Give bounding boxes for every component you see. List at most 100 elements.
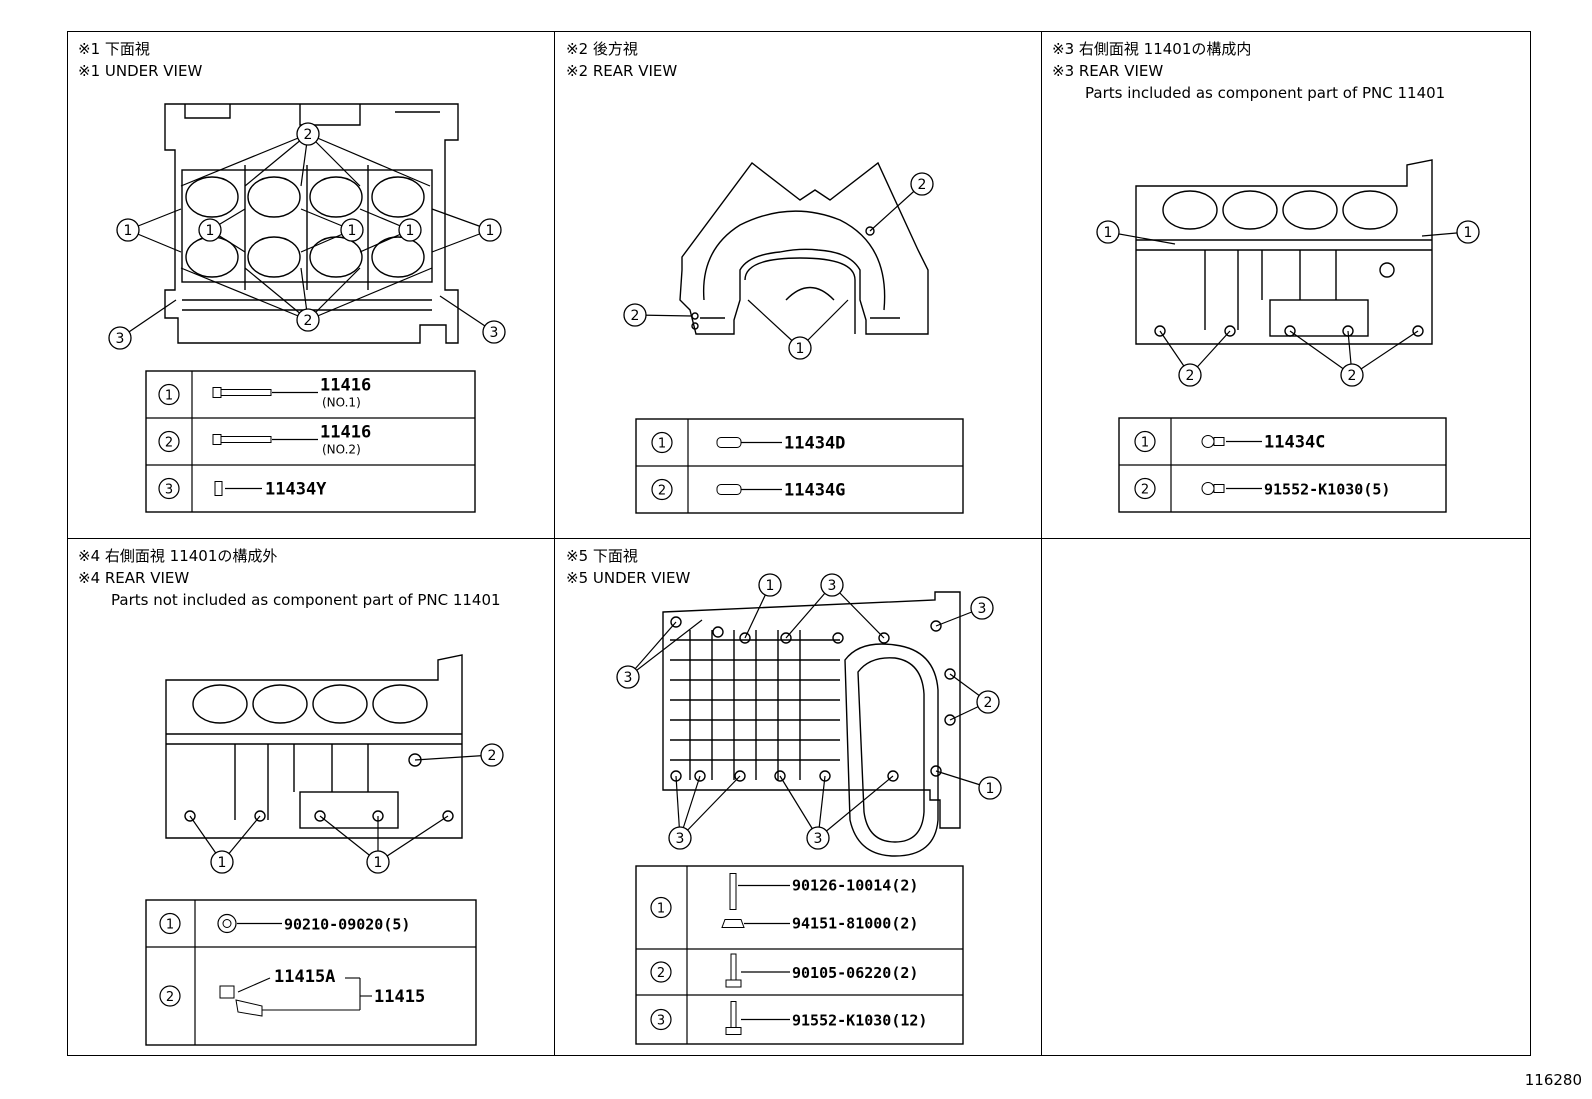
svg-text:1: 1: [986, 781, 995, 797]
svg-text:2: 2: [304, 313, 313, 329]
callout-1: 1: [744, 573, 782, 639]
callout-1: 1: [319, 815, 449, 874]
svg-text:3: 3: [165, 483, 173, 498]
panel-2-header: ※2 後方視 ※2 REAR VIEW: [566, 38, 677, 82]
panel-3-title-en: ※3 REAR VIEW: [1052, 62, 1164, 80]
panel-2-title-ja: ※2 後方視: [566, 40, 638, 58]
svg-text:3: 3: [814, 831, 823, 847]
callout-1: 1: [935, 770, 1002, 800]
svg-text:1: 1: [165, 389, 173, 404]
callout-2: 2: [623, 303, 693, 327]
svg-text:2: 2: [1186, 368, 1195, 384]
svg-text:3: 3: [657, 1014, 665, 1029]
svg-text:11416: 11416: [320, 376, 371, 396]
callout-1: 1: [431, 208, 502, 253]
callout-2: 2: [180, 122, 431, 187]
svg-text:11415A: 11415A: [274, 967, 335, 987]
panel-4-illustration: [165, 654, 463, 839]
panel-3-note: Parts included as component part of PNC …: [1085, 84, 1446, 102]
svg-text:94151-81000(2): 94151-81000(2): [792, 915, 918, 933]
svg-text:11416: 11416: [320, 423, 371, 443]
callout-1: 1: [747, 299, 849, 360]
svg-text:3: 3: [116, 331, 125, 347]
callout-1: 1: [198, 208, 246, 253]
svg-text:1: 1: [218, 855, 227, 871]
panel-4-title-ja: ※4 右側面視 11401の構成外: [78, 547, 278, 565]
callout-3: 3: [108, 299, 177, 350]
divider: [1041, 31, 1042, 1056]
figure-number: 116280: [1524, 1071, 1582, 1089]
panel-3-illustration: [1135, 159, 1433, 345]
svg-text:1: 1: [1464, 225, 1473, 241]
svg-text:(NO.1): (NO.1): [322, 396, 361, 410]
svg-text:(NO.2): (NO.2): [322, 443, 361, 457]
parts-table-5: 1 90126-10014(2) 94151-81000(2) 2 90105-0622…: [635, 865, 964, 1045]
parts-table-3: 1 11434C 2 91552-K1030(5): [1118, 417, 1447, 513]
callout-2: 2: [869, 172, 934, 232]
svg-text:3: 3: [676, 831, 685, 847]
parts-table-4: 1 90210-09020(5) 2 11415A 11415: [145, 899, 477, 1046]
callout-1: 1: [359, 208, 422, 253]
panel-2-title-en: ※2 REAR VIEW: [566, 62, 678, 80]
panel-4-header: ※4 右側面視 11401の構成外 ※4 REAR VIEW Parts not…: [78, 545, 501, 611]
panel-5-header: ※5 下面視 ※5 UNDER VIEW: [566, 545, 690, 589]
callout-3: 3: [785, 573, 885, 639]
svg-text:2: 2: [657, 966, 665, 981]
svg-text:91552-K1030(12): 91552-K1030(12): [792, 1012, 927, 1030]
svg-text:1: 1: [374, 855, 383, 871]
svg-text:3: 3: [490, 325, 499, 341]
callout-3: 3: [779, 775, 894, 850]
svg-text:11434C: 11434C: [1264, 433, 1325, 453]
svg-text:2: 2: [918, 177, 927, 193]
svg-text:1: 1: [1141, 436, 1149, 451]
callout-2: 2: [414, 743, 504, 767]
svg-text:90126-10014(2): 90126-10014(2): [792, 877, 918, 895]
svg-text:1: 1: [658, 437, 666, 452]
svg-text:1: 1: [1104, 225, 1113, 241]
svg-text:1: 1: [166, 918, 174, 933]
callout-1: 1: [1096, 220, 1176, 245]
panel-3-header: ※3 右側面視 11401の構成内 ※3 REAR VIEW Parts inc…: [1052, 38, 1445, 104]
svg-text:90105-06220(2): 90105-06220(2): [792, 964, 918, 982]
svg-text:11434D: 11434D: [784, 434, 845, 454]
callout-2: 2: [1159, 330, 1231, 387]
callout-3: 3: [439, 295, 506, 344]
panel-1-header: ※1 下面視 ※1 UNDER VIEW: [78, 38, 202, 82]
callout-2: 2: [949, 673, 1000, 721]
svg-text:2: 2: [165, 436, 173, 451]
panel-2-illustration: [679, 161, 929, 335]
svg-text:1: 1: [486, 223, 495, 239]
panel-5-title-ja: ※5 下面視: [566, 547, 638, 565]
panel-3-title-ja: ※3 右側面視 11401の構成内: [1052, 40, 1252, 58]
svg-text:3: 3: [828, 578, 837, 594]
svg-text:2: 2: [984, 695, 993, 711]
callout-2: 2: [180, 267, 433, 332]
divider: [67, 538, 1531, 539]
svg-text:11434G: 11434G: [784, 481, 845, 501]
svg-text:2: 2: [1141, 483, 1149, 498]
panel-1-title-en: ※1 UNDER VIEW: [78, 62, 203, 80]
callout-1: 1: [300, 208, 364, 253]
panel-4-title-en: ※4 REAR VIEW: [78, 569, 190, 587]
svg-text:3: 3: [624, 670, 633, 686]
panel-1-illustration: [164, 103, 459, 344]
svg-text:91552-K1030(5): 91552-K1030(5): [1264, 481, 1390, 499]
callout-1: 1: [189, 815, 261, 874]
callout-1: 1: [116, 208, 182, 253]
panel-4-note: Parts not included as component part of …: [111, 591, 501, 609]
svg-text:2: 2: [166, 990, 174, 1005]
svg-text:11415: 11415: [374, 987, 425, 1007]
svg-text:1: 1: [657, 902, 665, 917]
svg-text:1: 1: [124, 223, 133, 239]
svg-text:1: 1: [406, 223, 415, 239]
diagram-frame: [67, 31, 1531, 1056]
svg-text:1: 1: [348, 223, 357, 239]
svg-text:90210-09020(5): 90210-09020(5): [284, 916, 410, 934]
svg-text:2: 2: [304, 127, 313, 143]
callout-3: 3: [668, 775, 741, 850]
svg-text:11434Y: 11434Y: [265, 480, 327, 500]
callout-2: 2: [1289, 330, 1419, 387]
svg-text:2: 2: [488, 748, 497, 764]
